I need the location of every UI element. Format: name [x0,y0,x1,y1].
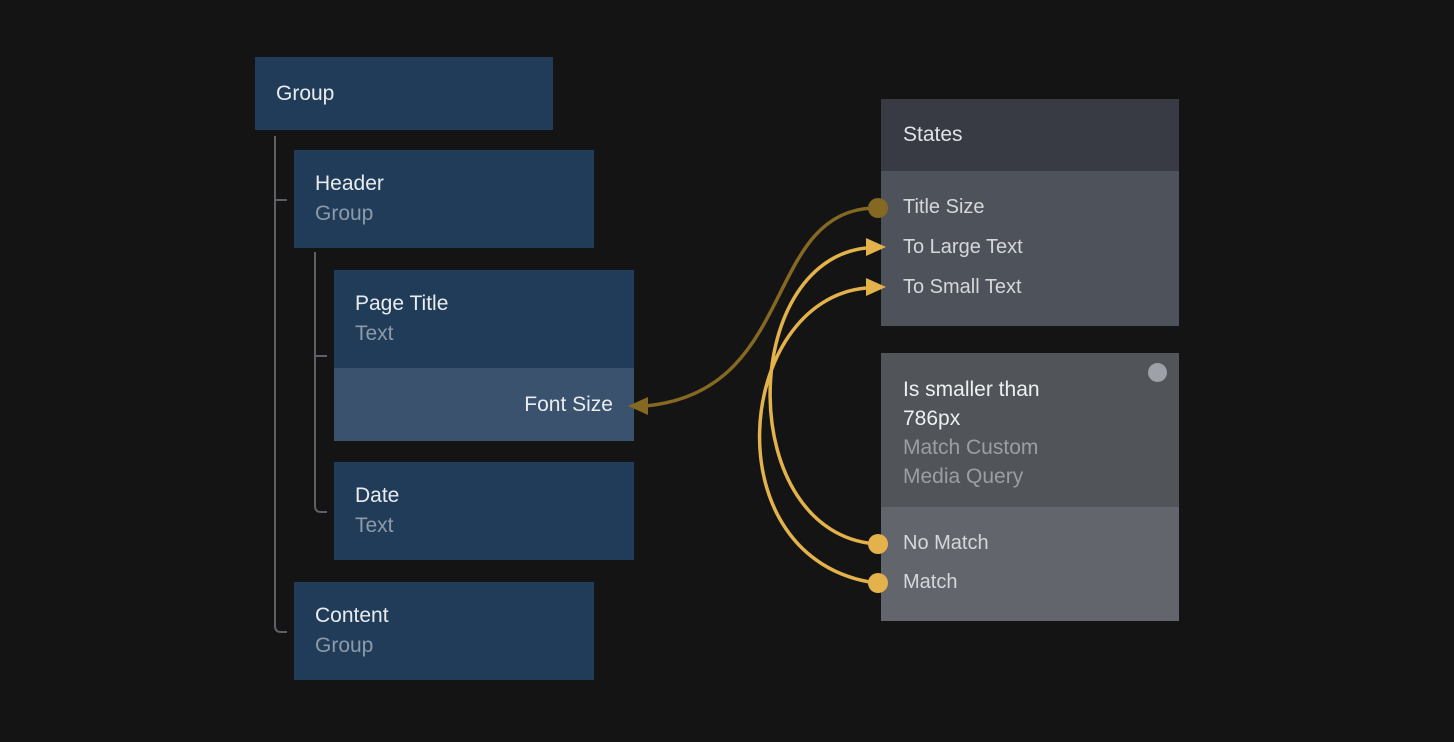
connection-title-size-to-font-size[interactable] [628,198,888,415]
layer-node-page-title[interactable]: Page Title Text Font Size [334,270,634,441]
media-query-condition-panel: Is smaller than 786px Match Custom Media… [881,353,1179,621]
layer-title: Header [315,172,384,195]
layer-node-content[interactable]: Content Group [294,582,594,680]
states-panel: States Title Size To Large Text To Small… [881,99,1179,326]
layer-type-label: Group [315,202,374,225]
condition-item-no-match[interactable]: No Match [903,532,989,554]
state-item-to-large-text[interactable]: To Large Text [903,236,1023,258]
layer-title: Date [355,484,400,507]
state-item-title-size[interactable]: Title Size [903,196,985,218]
states-panel-title: States [903,123,963,146]
condition-panel-body: No Match Match [881,507,1179,621]
layer-title: Group [276,81,335,105]
layer-title: Page Title [355,292,449,315]
layer-node-group[interactable]: Group [255,57,553,130]
layer-type-label: Text [355,514,394,537]
status-dot-icon [1148,363,1167,382]
override-label: Font Size [524,392,613,416]
condition-panel-header: Is smaller than 786px Match Custom Media… [881,353,1179,507]
condition-type-label: Match Custom Media Query [903,436,1039,488]
states-panel-body: Title Size To Large Text To Small Text [881,171,1179,326]
states-panel-header: States [881,99,1179,171]
state-item-to-small-text[interactable]: To Small Text [903,276,1022,298]
layer-type-label: Text [355,322,394,345]
property-override-font-size[interactable]: Font Size [334,368,634,441]
connection-match-to-small-text[interactable] [757,278,888,593]
connection-no-match-to-large-text[interactable] [768,238,888,554]
layer-type-label: Group [315,634,374,657]
condition-title: Is smaller than 786px [903,378,1040,430]
condition-item-match[interactable]: Match [903,571,958,593]
layer-node-header[interactable]: Header Group [294,150,594,248]
layer-title: Content [315,604,389,627]
layer-node-date[interactable]: Date Text [334,462,634,560]
